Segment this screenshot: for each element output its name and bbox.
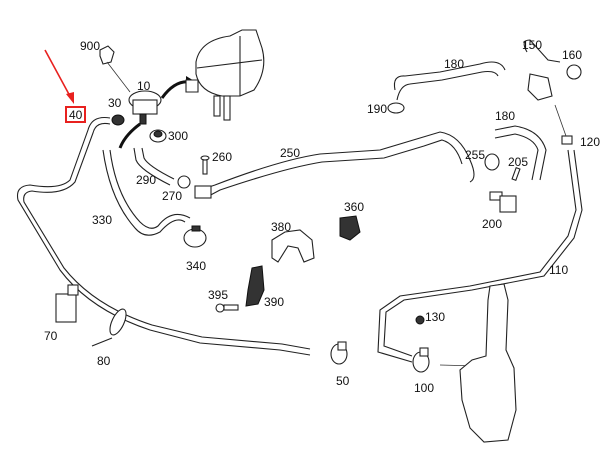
part-380-bracket[interactable] xyxy=(271,229,315,263)
part-270-clamp[interactable] xyxy=(177,175,191,189)
label-270[interactable]: 270 xyxy=(162,189,183,203)
label-255[interactable]: 255 xyxy=(465,148,486,162)
label-190[interactable]: 190 xyxy=(367,102,388,116)
label-50[interactable]: 50 xyxy=(336,374,350,388)
label-150[interactable]: 150 xyxy=(522,38,543,52)
label-260[interactable]: 260 xyxy=(212,150,233,164)
label-290[interactable]: 290 xyxy=(136,173,157,187)
label-360[interactable]: 360 xyxy=(344,200,365,214)
part-260-bolt[interactable] xyxy=(200,155,210,175)
label-70[interactable]: 70 xyxy=(44,329,58,343)
part-130-grommet[interactable] xyxy=(415,315,425,325)
highlight-arrow xyxy=(44,49,74,104)
pipe-250-connector xyxy=(194,185,212,199)
part-80-cable-tie[interactable] xyxy=(91,307,129,347)
label-120[interactable]: 120 xyxy=(580,135,600,149)
part-70-module[interactable] xyxy=(55,284,79,323)
hose-40[interactable] xyxy=(16,116,311,356)
flow-arrow-down xyxy=(118,122,141,149)
part-255-clamp[interactable] xyxy=(484,153,500,171)
label-395[interactable]: 395 xyxy=(208,288,229,302)
label-180-lower[interactable]: 180 xyxy=(495,109,516,123)
hose-290[interactable] xyxy=(133,147,175,186)
part-340-clamp[interactable] xyxy=(183,225,207,248)
label-205[interactable]: 205 xyxy=(508,155,529,169)
hose-180-lower[interactable] xyxy=(494,125,547,181)
label-160[interactable]: 160 xyxy=(562,48,583,62)
label-30[interactable]: 30 xyxy=(108,96,122,110)
label-390[interactable]: 390 xyxy=(264,295,285,309)
label-100[interactable]: 100 xyxy=(414,381,435,395)
pipe-110[interactable] xyxy=(377,149,583,363)
part-200-fitting[interactable] xyxy=(489,191,517,213)
label-200[interactable]: 200 xyxy=(482,217,503,231)
part-100-clamp[interactable] xyxy=(412,347,479,373)
label-130[interactable]: 130 xyxy=(425,310,446,324)
part-205-bolt[interactable] xyxy=(511,166,521,182)
part-190-clamp[interactable] xyxy=(387,102,405,114)
part-900-sensor[interactable] xyxy=(99,45,131,93)
part-395-bolt[interactable] xyxy=(215,303,239,313)
part-10-pump[interactable] xyxy=(128,90,162,125)
label-300[interactable]: 300 xyxy=(168,129,189,143)
label-80[interactable]: 80 xyxy=(97,354,111,368)
label-340[interactable]: 340 xyxy=(186,259,207,273)
part-30-clamp[interactable] xyxy=(111,114,125,126)
label-900[interactable]: 900 xyxy=(80,39,101,53)
part-160-clamp[interactable] xyxy=(566,64,582,80)
pipe-250[interactable] xyxy=(199,131,475,199)
part-150-valve[interactable] xyxy=(523,39,561,101)
label-110[interactable]: 110 xyxy=(549,263,569,277)
part-390-clip[interactable] xyxy=(245,265,265,307)
part-50-clamp[interactable] xyxy=(330,341,348,365)
label-180-upper[interactable]: 180 xyxy=(444,57,465,71)
label-330[interactable]: 330 xyxy=(92,213,113,227)
hose-330[interactable] xyxy=(102,149,191,236)
part-360-bracket[interactable] xyxy=(339,215,361,241)
part-300-clamp[interactable] xyxy=(149,129,167,143)
label-10[interactable]: 10 xyxy=(137,79,151,93)
part-120-connector[interactable] xyxy=(554,104,573,145)
label-40-highlighted[interactable]: 40 xyxy=(65,106,87,123)
hose-40-outline xyxy=(23,122,311,350)
expansion-tank[interactable] xyxy=(185,29,265,121)
hose-180-upper[interactable] xyxy=(393,61,506,101)
label-380[interactable]: 380 xyxy=(271,220,292,234)
label-250[interactable]: 250 xyxy=(280,146,301,160)
washer-reservoir[interactable] xyxy=(459,283,517,443)
